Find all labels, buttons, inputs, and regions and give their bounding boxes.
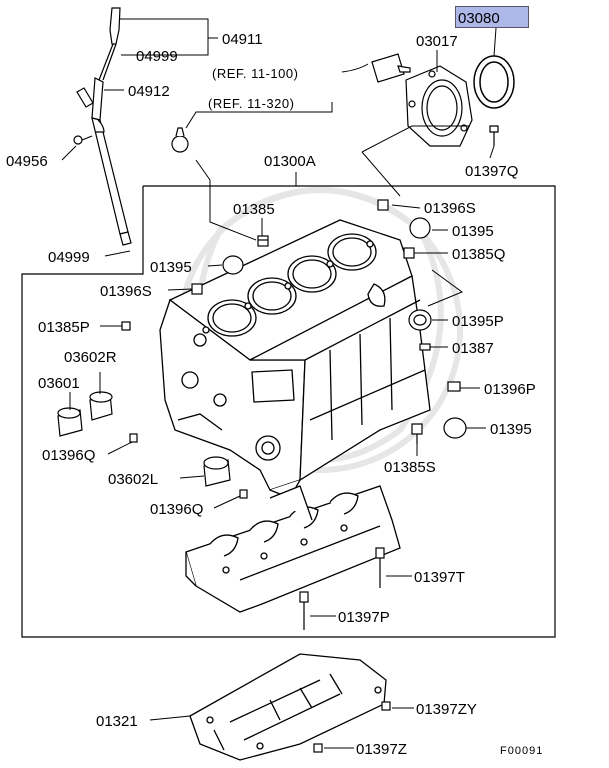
small-part-leaders	[69, 159, 486, 509]
label-03602l[interactable]: 03602L	[108, 471, 158, 488]
under-cover-leaders	[149, 707, 414, 749]
cylinder-block[interactable]	[159, 219, 431, 499]
label-04912[interactable]: 04912	[128, 83, 170, 100]
ref-11-320[interactable]: (REF. 11-320)	[208, 96, 294, 111]
label-01396p[interactable]: 01396P	[484, 381, 536, 398]
bushing-03602l[interactable]	[203, 456, 231, 487]
label-01385p[interactable]: 01385P	[38, 319, 90, 336]
pin-01387[interactable]	[419, 343, 431, 351]
bushing-03601[interactable]	[57, 407, 83, 437]
cap-01395-c[interactable]	[443, 417, 467, 439]
block-frame	[21, 185, 556, 638]
plug-01396s-left[interactable]	[191, 283, 203, 295]
label-01396q-bottom[interactable]: 01396Q	[150, 501, 203, 518]
sealant-tube[interactable]	[371, 53, 411, 83]
label-04956[interactable]: 04956	[6, 153, 48, 170]
ref-11-100-leader	[341, 63, 369, 73]
bolt-01397q[interactable]	[489, 125, 499, 146]
plug-01396s-right[interactable]	[377, 199, 389, 211]
plug-01385[interactable]	[257, 235, 269, 247]
plug-01385s[interactable]	[411, 423, 423, 444]
plug-01385p[interactable]	[121, 321, 131, 331]
ref-11-320-leader	[185, 102, 333, 129]
plug-01396p[interactable]	[447, 381, 461, 392]
pin-01396q-bottom[interactable]	[239, 489, 248, 499]
cap-01395-b[interactable]	[409, 217, 431, 239]
label-01397q[interactable]: 01397Q	[465, 163, 518, 180]
rear-oil-seal-03080[interactable]	[473, 55, 515, 109]
label-03017[interactable]: 03017	[416, 33, 458, 50]
pin-01396q-left[interactable]	[129, 433, 138, 443]
seal-01395p[interactable]	[408, 309, 432, 331]
dipstick[interactable]	[73, 7, 132, 246]
bushing-03602r[interactable]	[89, 391, 113, 421]
label-03601[interactable]: 03601	[38, 375, 80, 392]
label-03602r[interactable]: 03602R	[64, 349, 117, 366]
label-01397zy[interactable]: 01397ZY	[416, 701, 477, 718]
highlight-box-03080[interactable]	[455, 6, 529, 28]
label-01395p[interactable]: 01395P	[452, 313, 504, 330]
label-01385[interactable]: 01385	[233, 201, 275, 218]
label-01397z[interactable]: 01397Z	[356, 741, 407, 758]
label-01396q-left[interactable]: 01396Q	[42, 447, 95, 464]
bearing-cap-frame[interactable]	[185, 485, 401, 613]
label-01396s-left[interactable]: 01396S	[100, 283, 152, 300]
rear-seal-case[interactable]	[405, 65, 473, 147]
label-01385q[interactable]: 01385Q	[452, 246, 505, 263]
label-01397p[interactable]: 01397P	[338, 609, 390, 626]
bolt-01397z[interactable]	[313, 743, 323, 753]
dipstick-leaders	[61, 18, 218, 257]
label-01395-c[interactable]: 01395	[490, 421, 532, 438]
ref-11-100[interactable]: (REF. 11-100)	[212, 66, 298, 81]
bolt-01397p[interactable]	[299, 591, 309, 630]
label-01395-b[interactable]: 01395	[452, 223, 494, 240]
label-01397t[interactable]: 01397T	[414, 569, 465, 586]
figure-code: F00091	[500, 745, 543, 757]
bolt-01397zy[interactable]	[381, 701, 391, 711]
label-04999-bottom[interactable]: 04999	[48, 249, 90, 266]
label-01321[interactable]: 01321	[96, 713, 138, 730]
bolt-01397t[interactable]	[375, 547, 385, 588]
oil-pressure-switch[interactable]	[171, 127, 189, 153]
label-01396s-right[interactable]: 01396S	[424, 200, 476, 217]
label-03080[interactable]: 03080	[458, 10, 500, 27]
label-01395-a[interactable]: 01395	[150, 259, 192, 276]
label-04999-top[interactable]: 04999	[136, 48, 178, 65]
cap-01395-a[interactable]	[222, 255, 244, 275]
seal-case-leaders	[361, 27, 497, 197]
label-01385s[interactable]: 01385S	[384, 459, 436, 476]
label-04911[interactable]: 04911	[222, 31, 263, 48]
label-01387[interactable]: 01387	[452, 340, 494, 357]
label-01300a[interactable]: 01300A	[264, 153, 316, 170]
plug-01385q[interactable]	[403, 247, 415, 259]
